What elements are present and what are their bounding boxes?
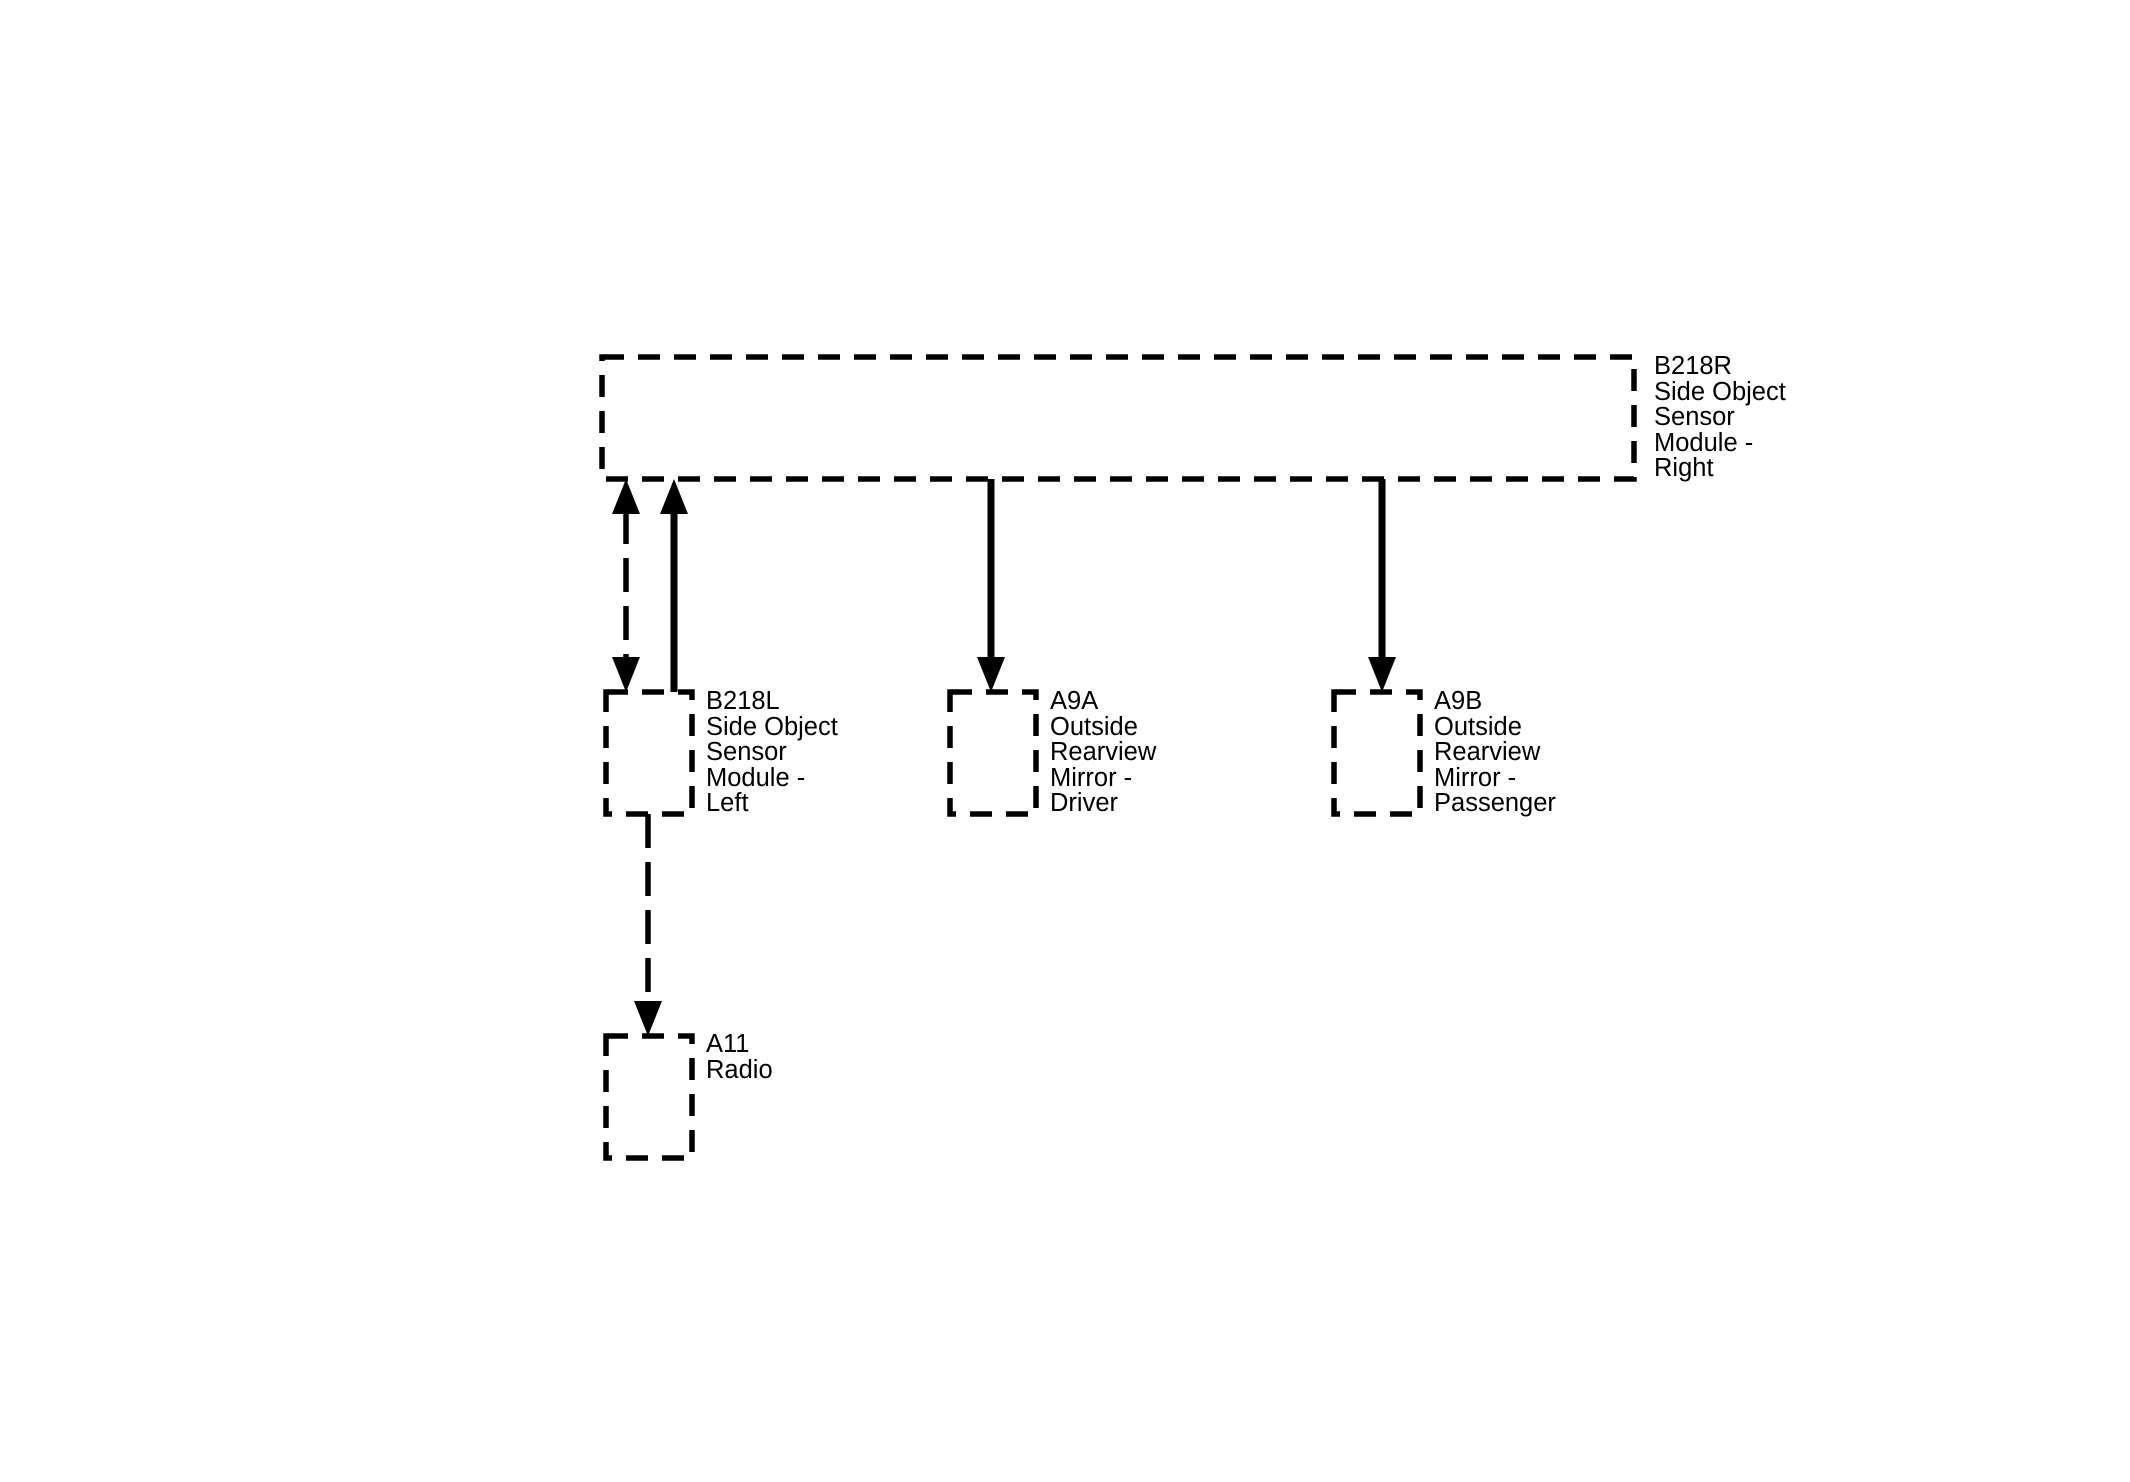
module-box-a9b[interactable] [1331,689,1423,817]
module-code-b218r: B218R [1654,352,1732,380]
label-b218l: B218L Side Object Sensor Module - Left [706,687,838,817]
arrowhead-down-a9a [977,657,1005,692]
module-code-a9b: A9B [1434,687,1483,715]
label-a11: A11 Radio [706,1030,773,1084]
module-box-b218l[interactable] [603,689,695,817]
label-b218r: B218R Side Object Sensor Module - Right [1654,352,1786,482]
arrowhead-down-a11 [634,1001,662,1036]
module-code-a9a: A9A [1050,687,1099,715]
module-code-b218l: B218L [706,687,780,715]
label-a9a: A9A Outside Rearview Mirror - Driver [1050,687,1157,817]
arrowhead-down-a9b [1368,657,1396,692]
module-box-b218r[interactable] [599,354,1637,482]
label-a9b: A9B Outside Rearview Mirror - Passenger [1434,687,1556,817]
arrowhead-down-b218l [612,657,640,692]
module-code-a11: A11 [706,1030,750,1058]
arrowhead-up-b218r [612,479,640,514]
module-box-a9a[interactable] [947,689,1039,817]
arrowhead-up-b218r-solid [660,479,688,514]
module-box-a11[interactable] [603,1033,695,1161]
